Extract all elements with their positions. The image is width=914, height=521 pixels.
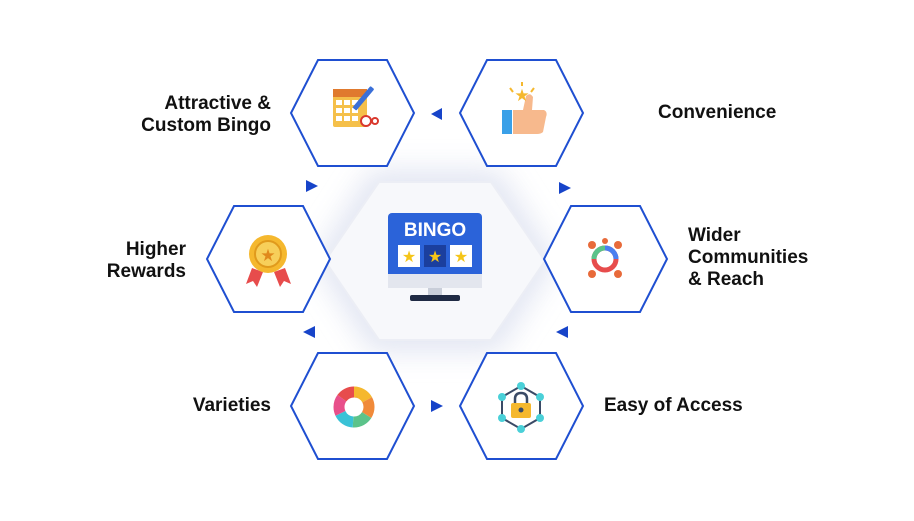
- svg-text:★: ★: [454, 247, 468, 266]
- arrow-up-right-lower: [556, 326, 568, 338]
- svg-text:★: ★: [260, 246, 275, 266]
- hexagon-communities: [542, 205, 669, 313]
- svg-text:★: ★: [428, 247, 442, 266]
- arrow-up-left-lower: [303, 326, 315, 338]
- label-varieties: Varieties: [192, 395, 271, 416]
- arrow-right-bottom: [431, 400, 443, 412]
- arrow-left-top: [431, 108, 442, 120]
- svg-text:★: ★: [402, 247, 416, 266]
- bingo-monitor-icon: BINGO ★ ★ ★: [388, 213, 482, 301]
- community-network-icon: [588, 238, 622, 278]
- thumbs-up-star-icon: ★: [502, 82, 547, 134]
- label-communities: Wider Communities & Reach: [688, 225, 809, 290]
- color-wheel-icon: [333, 386, 375, 428]
- medal-icon: ★: [246, 235, 291, 287]
- label-attractive: Attractive & Custom Bingo: [141, 93, 271, 136]
- svg-text:★: ★: [514, 86, 529, 106]
- network-lock-icon: [498, 382, 544, 433]
- label-rewards: Higher Rewards: [106, 239, 186, 282]
- label-access: Easy of Access: [604, 395, 743, 416]
- hexagon-varieties: [289, 352, 416, 460]
- connector-arrows: [303, 108, 571, 412]
- arrow-down-right-upper: [559, 182, 571, 194]
- bingo-card-pen-icon: [333, 86, 379, 127]
- arrow-down-left-upper: [306, 180, 318, 192]
- label-convenience: Convenience: [658, 102, 777, 123]
- bingo-screen-text: BINGO: [404, 220, 466, 241]
